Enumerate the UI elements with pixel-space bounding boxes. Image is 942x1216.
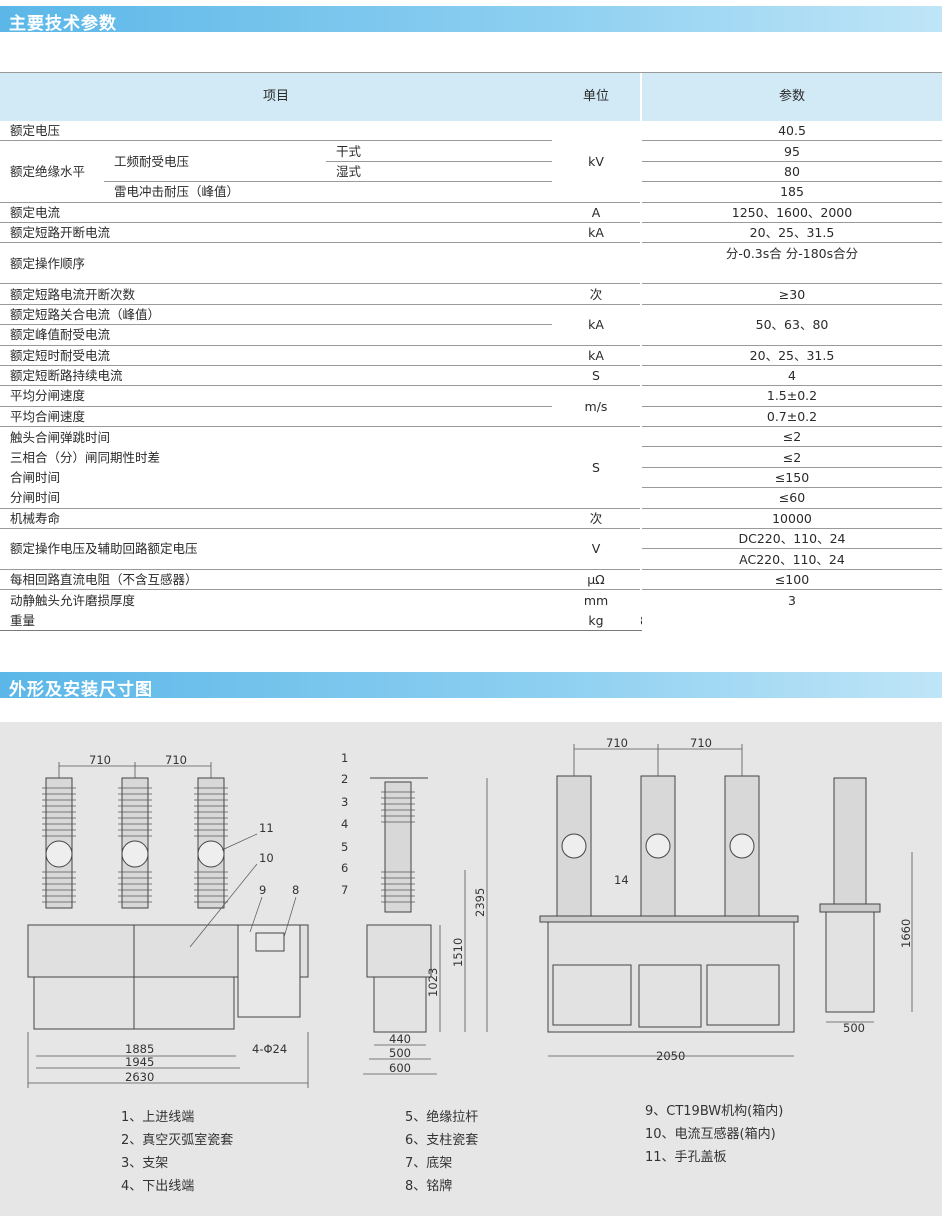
table-row: 湿式 80 [0, 161, 942, 183]
spec-table: 项目 单位 参数 额定电压 kV 40.5 额定绝缘水平 工频耐受电压 干式 9… [0, 72, 942, 631]
table-row: AC220、110、24 [0, 548, 942, 570]
dim-440: 440 [389, 1032, 411, 1046]
callout-4: 4 [341, 817, 348, 831]
dim-right-710-b: 710 [690, 736, 712, 750]
dim-hole: 4-Φ24 [252, 1042, 287, 1056]
table-row: 额定短时耐受电流 kA 20、25、31.5 [0, 345, 942, 366]
table-row: 额定电压 kV 40.5 [0, 120, 942, 203]
table-row: 额定短路关合电流（峰值） kA 50、63、80 [0, 304, 942, 346]
table-row: 重量 kg 800 [0, 610, 942, 631]
table-row: 平均合闸速度 0.7±0.2 [0, 406, 942, 428]
table-row: 每相回路直流电阻（不含互感器） μΩ ≤100 [0, 569, 942, 591]
spec-section-header: 主要技术参数 [0, 6, 942, 34]
dim-2395: 2395 [473, 888, 487, 917]
table-row: 分闸时间 ≤60 [0, 487, 942, 509]
drawing-section-title: 外形及安装尺寸图 [9, 680, 153, 700]
table-row: 动静触头允许磨损厚度 mm 3 [10, 592, 796, 608]
table-row: 额定电流 A 1250、1600、2000 [0, 202, 942, 223]
dim-1510: 1510 [451, 938, 465, 967]
callout-6: 6 [341, 861, 348, 875]
callout-8: 8 [292, 883, 299, 897]
dim-710-b: 710 [165, 753, 187, 767]
header-param: 参数 [642, 72, 942, 121]
callout-14: 14 [614, 873, 629, 887]
table-row: 额定短断路持续电流 S 4 [0, 365, 942, 387]
table-row: 额定操作电压及辅助回路额定电压 V DC220、110、24 [0, 528, 942, 570]
table-row: 触头合闸弹跳时间 S ≤2 [0, 426, 942, 509]
legend-column-3: 9、CT19BW机构(箱内) 10、电流互感器(箱内) 11、手孔盖板 [645, 1104, 784, 1165]
callout-11: 11 [259, 821, 274, 835]
dim-600: 600 [389, 1061, 411, 1075]
header-item: 项目 [0, 72, 552, 121]
dim-1023: 1023 [426, 968, 440, 997]
table-row: 额定绝缘水平 工频耐受电压 干式 95 [0, 140, 942, 203]
dim-right-710-a: 710 [606, 736, 628, 750]
right-view: 710 710 14 2050 1660 500 [539, 736, 913, 1063]
dim-710-a: 710 [89, 753, 111, 767]
dim-1945: 1945 [125, 1055, 154, 1069]
header-unit: 单位 [552, 72, 640, 121]
legend-column-1: 1、上进线端 2、真空灭弧室瓷套 3、支架 4、下出线端 [121, 1110, 234, 1194]
table-row: 雷电冲击耐压（峰值） 185 [0, 181, 942, 203]
drawing-section-header: 外形及安装尺寸图 [0, 672, 942, 700]
callout-9: 9 [259, 883, 266, 897]
table-row: 额定短路电流开断次数 次 ≥30 [0, 283, 942, 305]
callout-7: 7 [341, 883, 348, 897]
callout-5: 5 [341, 840, 348, 854]
table-row: 合闸时间 ≤150 [0, 467, 942, 489]
legend-column-2: 5、绝缘拉杆 6、支柱瓷套 7、底架 8、铭牌 [405, 1110, 479, 1194]
table-header-row: 项目 单位 参数 [0, 72, 942, 121]
drawing-panel: 710 710 1885 1945 2630 4-Φ24 11 10 9 8 [0, 722, 942, 1216]
side-view: 1 2 3 4 5 6 7 2395 1510 1023 440 500 600 [341, 751, 488, 1075]
table-row: 三相合（分）闸同期性时差 ≤2 [0, 446, 942, 468]
table-row: 平均分闸速度 m/s 1.5±0.2 [0, 385, 942, 428]
dim-2630: 2630 [125, 1070, 154, 1084]
dim-right-500: 500 [843, 1021, 865, 1035]
table-row: 额定峰值耐受电流 [0, 324, 942, 346]
front-view: 710 710 1885 1945 2630 4-Φ24 11 10 9 8 [27, 753, 309, 1088]
callout-2: 2 [341, 772, 348, 786]
table-row: 机械寿命 次 10000 [0, 508, 942, 530]
dim-1885: 1885 [125, 1042, 154, 1056]
dimension-drawing: 710 710 1885 1945 2630 4-Φ24 11 10 9 8 [27, 736, 913, 1088]
callout-1: 1 [341, 751, 348, 765]
dim-500: 500 [389, 1046, 411, 1060]
table-row: 额定操作顺序 分-0.3s合 分-180s合分 [0, 242, 942, 285]
callout-3: 3 [341, 795, 348, 809]
spec-section-title: 主要技术参数 [9, 14, 117, 34]
table-row: 额定短路开断电流 kA 20、25、31.5 [0, 222, 942, 244]
dim-1660: 1660 [899, 919, 913, 948]
dim-2050: 2050 [656, 1049, 685, 1063]
callout-10: 10 [259, 851, 274, 865]
